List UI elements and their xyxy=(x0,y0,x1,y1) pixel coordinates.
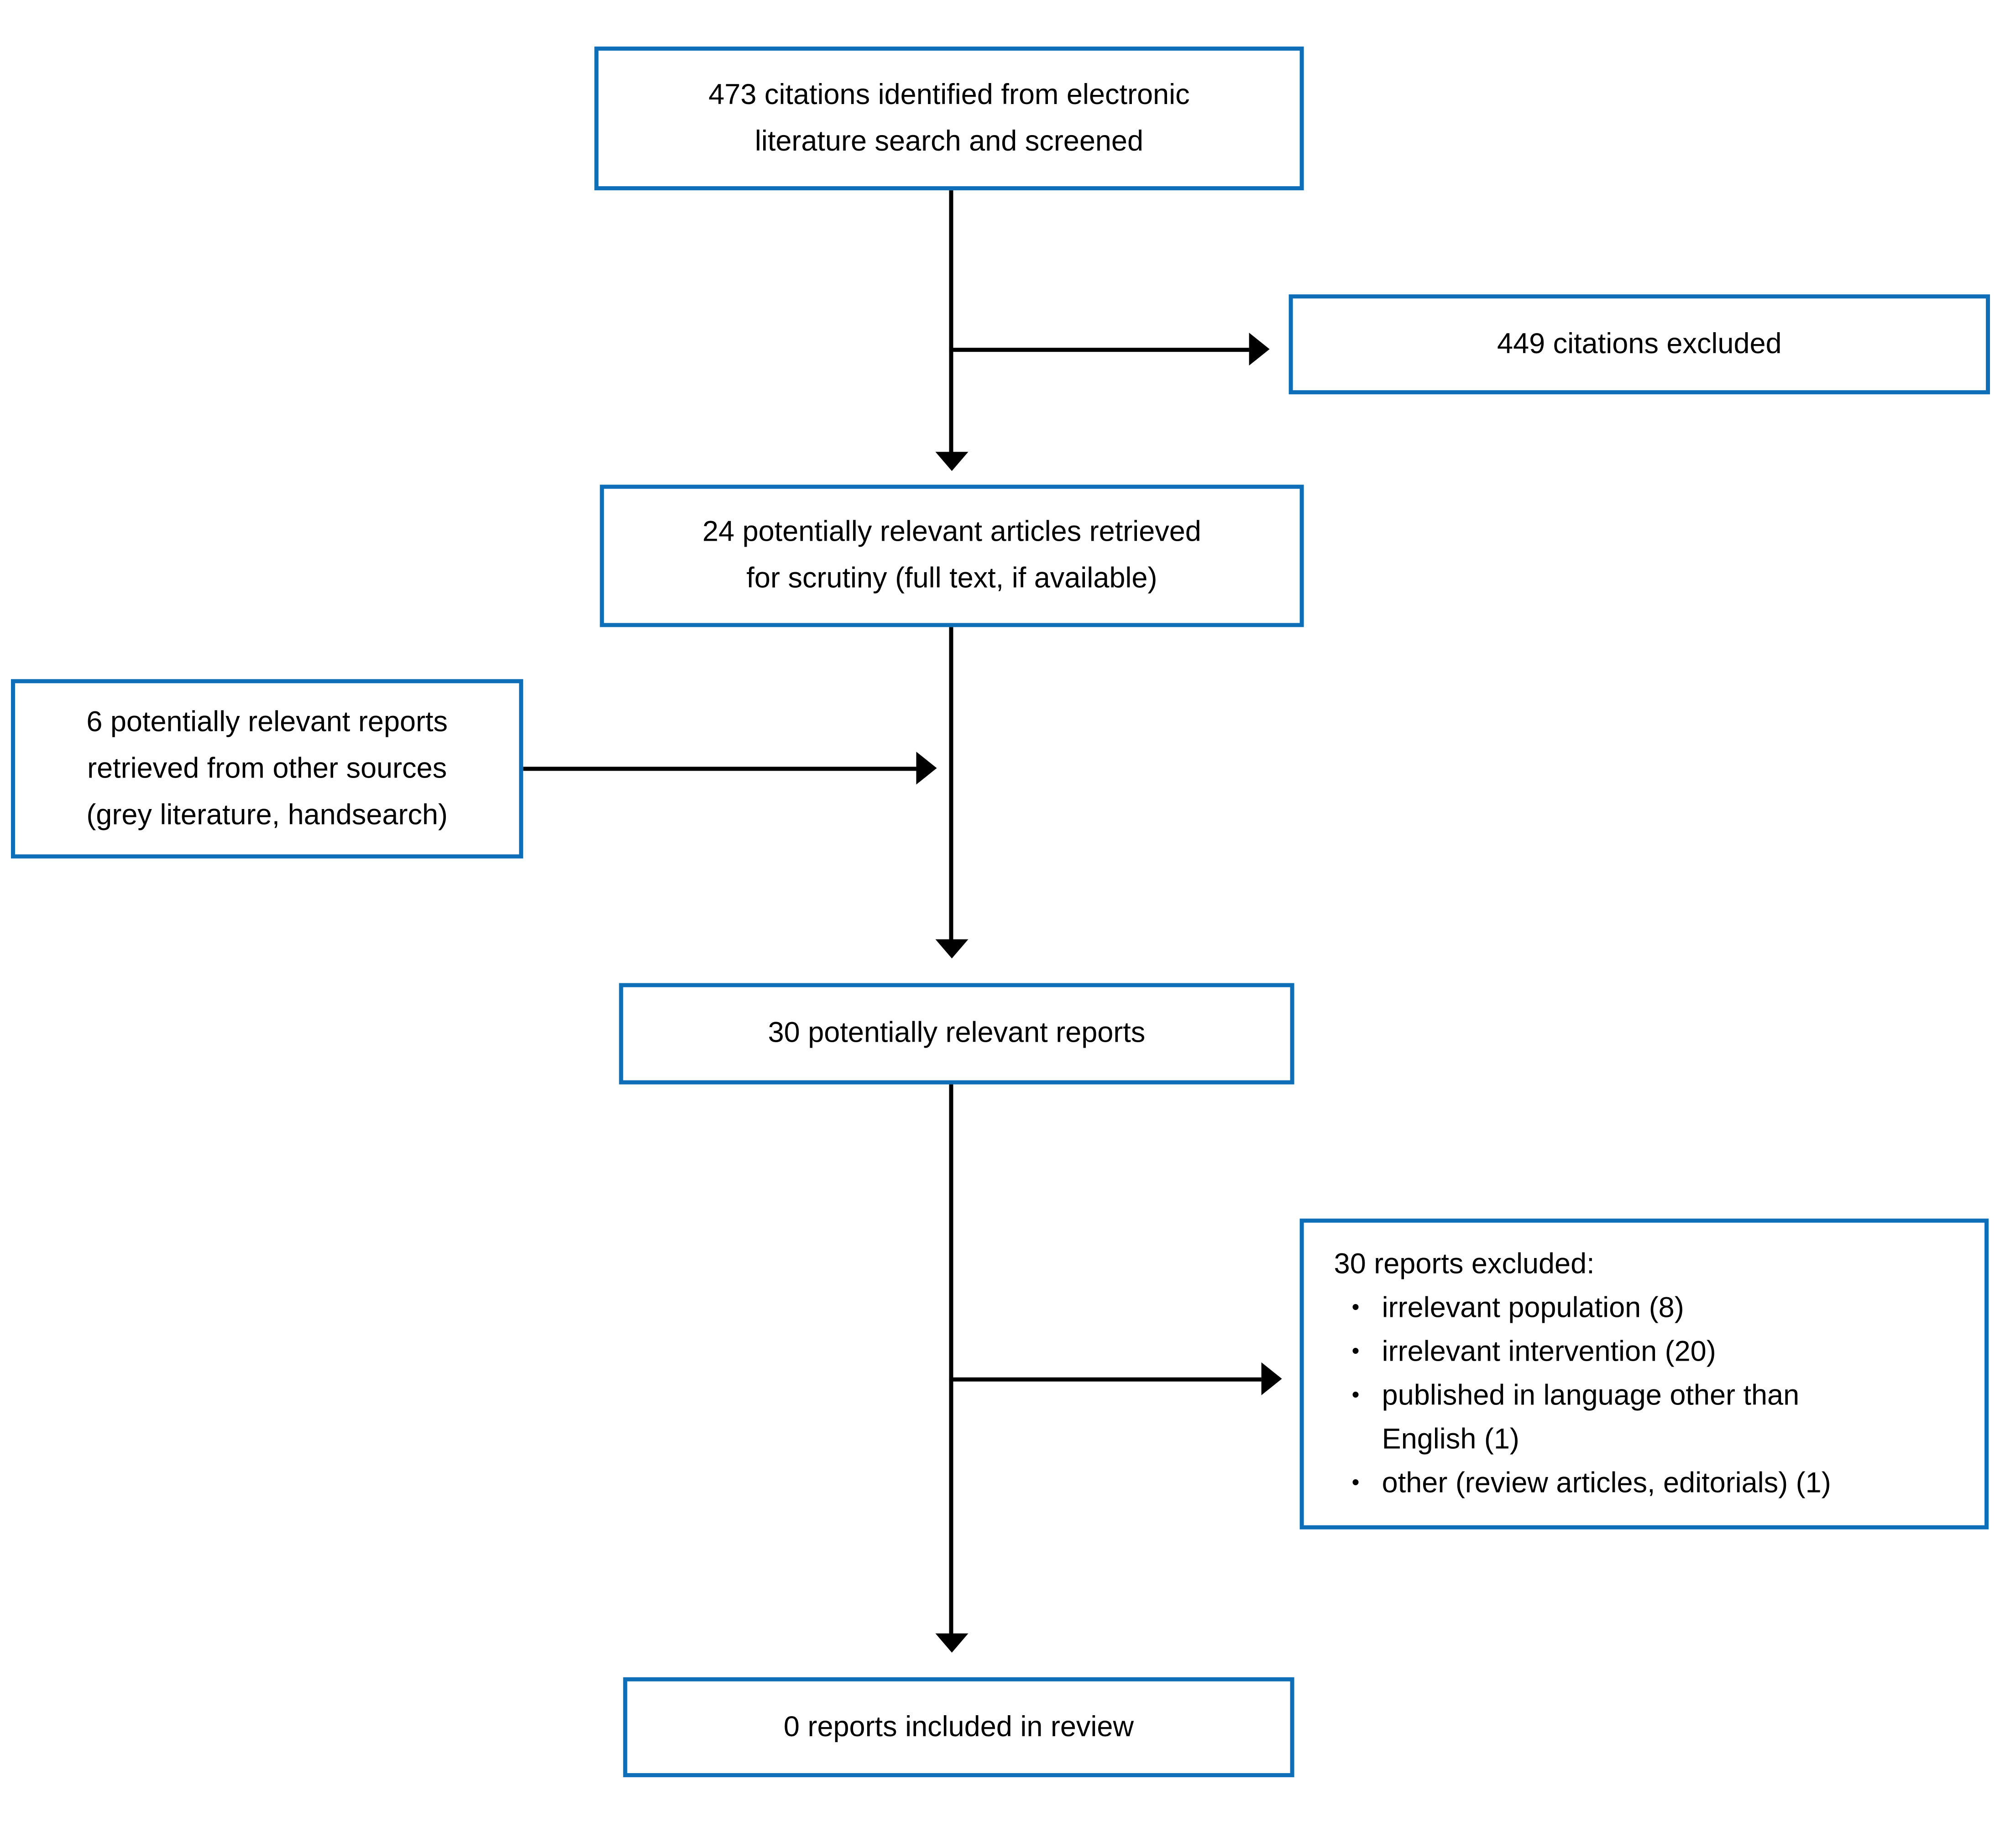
arrowhead-into-retrieved xyxy=(935,452,969,471)
list-item-text: other (review articles, editorials) (1) xyxy=(1382,1467,1831,1499)
list-item: • irrelevant intervention (20) xyxy=(1334,1330,1965,1374)
node-text: 24 potentially relevant articles retriev… xyxy=(702,516,1201,595)
list-item: • irrelevant population (8) xyxy=(1334,1286,1965,1330)
node-text: 6 potentially relevant reports retrieved… xyxy=(86,705,448,830)
arrowhead-into-relevant xyxy=(935,939,969,959)
bullet-marker: • xyxy=(1351,1296,1360,1320)
connector-from-other-sources xyxy=(523,767,916,771)
connector-retrieved-to-relevant xyxy=(949,627,953,941)
connector-branch-to-excluded2 xyxy=(949,1377,1262,1382)
node-articles-retrieved: 24 potentially relevant articles retriev… xyxy=(600,485,1304,627)
node-text: 0 reports included in review xyxy=(783,1711,1134,1743)
list-item: • published in language other than Engli… xyxy=(1334,1374,1965,1462)
list-item-text: published in language other than English… xyxy=(1382,1379,1800,1455)
arrowhead-into-excluded2 xyxy=(1261,1362,1282,1395)
node-reports-included: 0 reports included in review xyxy=(623,1677,1294,1777)
node-text: 30 potentially relevant reports xyxy=(768,1017,1146,1049)
node-text: 449 citations excluded xyxy=(1497,328,1782,360)
node-other-sources: 6 potentially relevant reports retrieved… xyxy=(11,679,524,859)
bullet-marker: • xyxy=(1351,1383,1360,1407)
node-text: 473 citations identified from electronic… xyxy=(708,78,1190,157)
list-item: • other (review articles, editorials) (1… xyxy=(1334,1462,1965,1505)
connector-branch-to-excluded1 xyxy=(949,348,1249,352)
bullet-marker: • xyxy=(1351,1471,1360,1495)
connector-identified-to-retrieved xyxy=(949,190,953,454)
arrowhead-into-included xyxy=(935,1633,969,1653)
bullet-marker: • xyxy=(1351,1340,1360,1363)
node-potentially-relevant: 30 potentially relevant reports xyxy=(619,983,1294,1085)
list-item-text: irrelevant intervention (20) xyxy=(1382,1336,1716,1368)
node-citations-identified: 473 citations identified from electronic… xyxy=(594,47,1304,191)
arrowhead-from-other-sources xyxy=(916,752,937,785)
node-citations-excluded: 449 citations excluded xyxy=(1288,294,1990,395)
connector-relevant-to-included xyxy=(949,1084,953,1635)
list-item-text: irrelevant population (8) xyxy=(1382,1292,1684,1324)
arrowhead-into-excluded1 xyxy=(1249,333,1270,366)
excluded-list-title: 30 reports excluded: xyxy=(1334,1248,1595,1280)
node-reports-excluded: 30 reports excluded: • irrelevant popula… xyxy=(1299,1218,1989,1529)
